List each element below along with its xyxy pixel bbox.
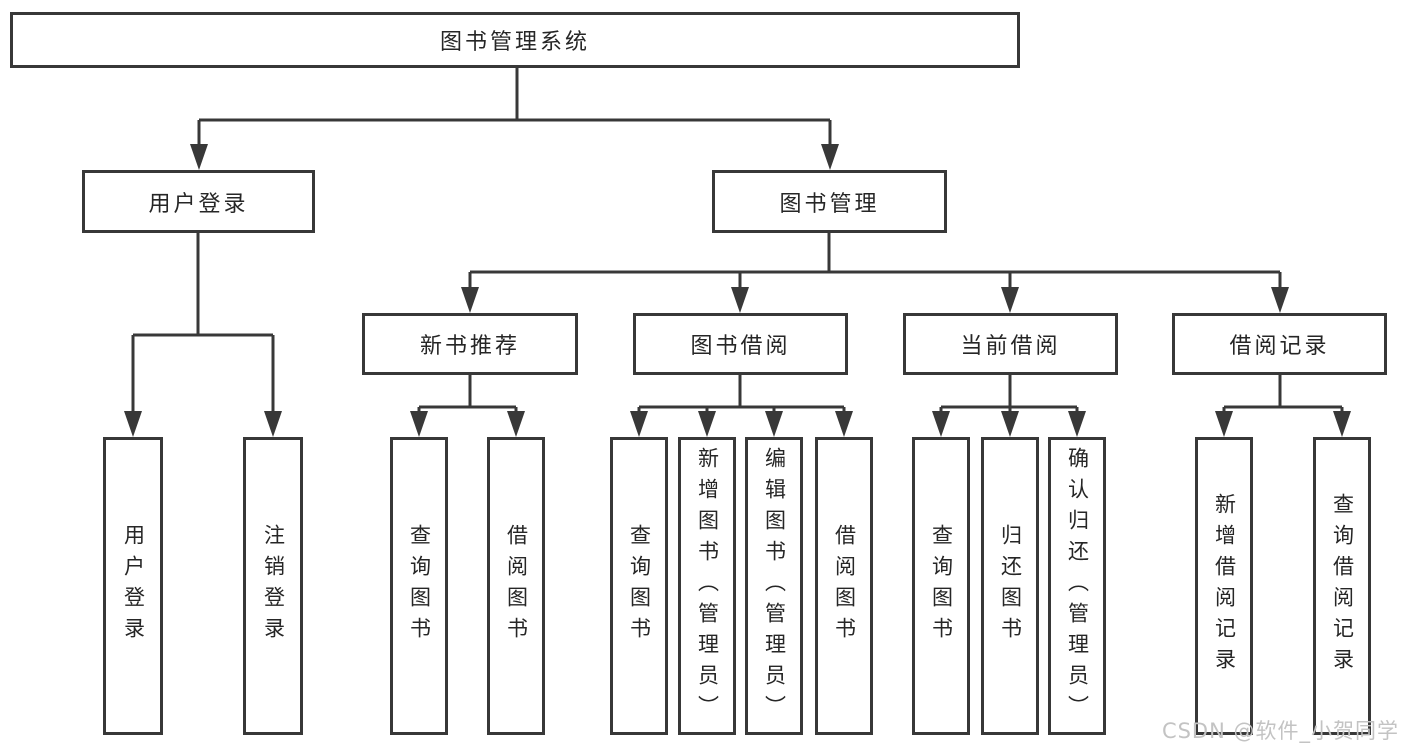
connector-paths [131,68,1344,413]
leaf-logout-login: 注销登录 [243,437,303,735]
node-label: 注销登录 [261,524,286,648]
leaf-newrec-borrow-book: 借阅图书 [487,437,545,735]
leaf-borrow-add-book-admin: 新增图书（管理员） [678,437,736,735]
node-label: 查询图书 [929,524,954,648]
csdn-watermark: CSDN @软件_小贺同学 [1161,719,1399,743]
node-label: 当前借阅 [960,334,1061,359]
leaf-record-query-borrow-record: 查询借阅记录 [1313,437,1371,735]
leaf-current-query-book: 查询图书 [912,437,970,735]
leaf-current-confirm-return-admin: 确认归还（管理员） [1048,437,1106,735]
node-label: 用户登录 [121,524,146,648]
node-system-root: 图书管理系统 [10,12,1020,68]
node-label: 查询图书 [407,524,432,648]
leaf-record-add-borrow-record: 新增借阅记录 [1195,437,1253,735]
node-label: 用户登录 [148,191,249,217]
node-current-borrow: 当前借阅 [903,313,1118,375]
node-label: 编辑图书（管理员） [762,446,787,726]
node-label: 图书借阅 [690,334,791,359]
node-book-borrow: 图书借阅 [633,313,848,375]
node-label: 借阅图书 [832,524,857,648]
node-label: 新书推荐 [419,334,520,359]
node-new-book-recommend: 新书推荐 [362,313,578,375]
leaf-borrow-edit-book-admin: 编辑图书（管理员） [745,437,803,735]
node-label: 查询借阅记录 [1330,493,1355,679]
leaf-user-login: 用户登录 [103,437,163,735]
node-label: 图书管理系统 [439,30,590,55]
node-label: 借阅记录 [1229,334,1330,359]
node-label: 新增借阅记录 [1212,493,1237,679]
node-user-login: 用户登录 [82,170,315,233]
leaf-current-return-book: 归还图书 [981,437,1039,735]
leaf-borrow-borrow-book: 借阅图书 [815,437,873,735]
node-book-management: 图书管理 [712,170,947,233]
leaf-newrec-query-book: 查询图书 [390,437,448,735]
node-label: 确认归还（管理员） [1065,446,1090,726]
node-label: 归还图书 [998,524,1023,648]
node-borrow-record: 借阅记录 [1172,313,1387,375]
node-label: 图书管理 [779,191,880,217]
node-label: 查询图书 [627,524,652,648]
node-label: 新增图书（管理员） [695,446,720,726]
arrowheads [124,144,1351,437]
leaf-borrow-query-book: 查询图书 [610,437,668,735]
node-label: 借阅图书 [504,524,529,648]
